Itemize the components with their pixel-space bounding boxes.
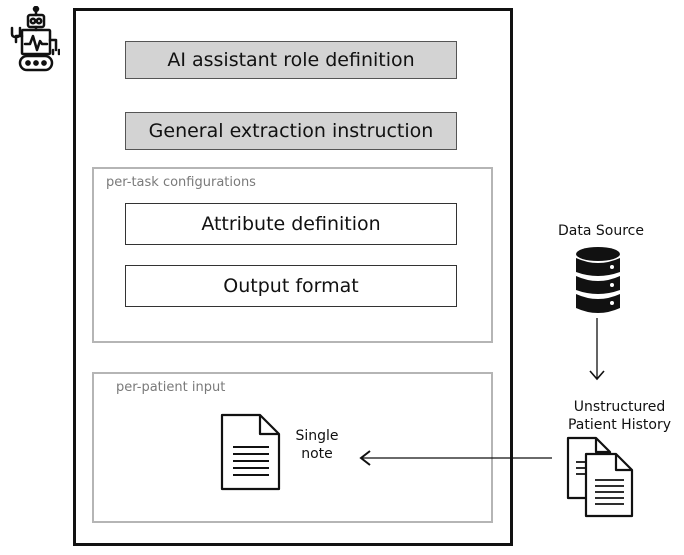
database-icon [576, 247, 620, 313]
role-definition-box: AI assistant role definition [125, 41, 457, 79]
per-patient-label: per-patient input [116, 380, 226, 395]
per-task-label: per-task configurations [106, 175, 256, 190]
history-line1: Unstructured [573, 399, 666, 415]
attribute-definition-box: Attribute definition [125, 203, 457, 245]
robot-icon [10, 6, 60, 72]
output-format-box: Output format [125, 265, 457, 307]
documents-icon [566, 436, 634, 518]
per-task-section [92, 167, 493, 343]
extraction-instruction-label: General extraction instruction [148, 120, 434, 142]
extraction-instruction-box: General extraction instruction [125, 112, 457, 150]
document-icon [220, 413, 281, 491]
output-format-label: Output format [223, 275, 359, 297]
single-note-label: Single note [290, 427, 344, 463]
single-note-line1: Single [295, 428, 339, 444]
attribute-definition-label: Attribute definition [201, 213, 381, 235]
prompt-frame [73, 8, 513, 546]
data-source-label: Data Source [558, 223, 644, 239]
role-definition-label: AI assistant role definition [167, 49, 415, 71]
single-note-line2: note [301, 446, 333, 462]
history-line2: Patient History [567, 417, 671, 433]
down-arrow [589, 318, 605, 381]
left-arrow [359, 450, 552, 466]
per-patient-section [92, 372, 493, 523]
history-label: Unstructured Patient History [555, 398, 684, 434]
